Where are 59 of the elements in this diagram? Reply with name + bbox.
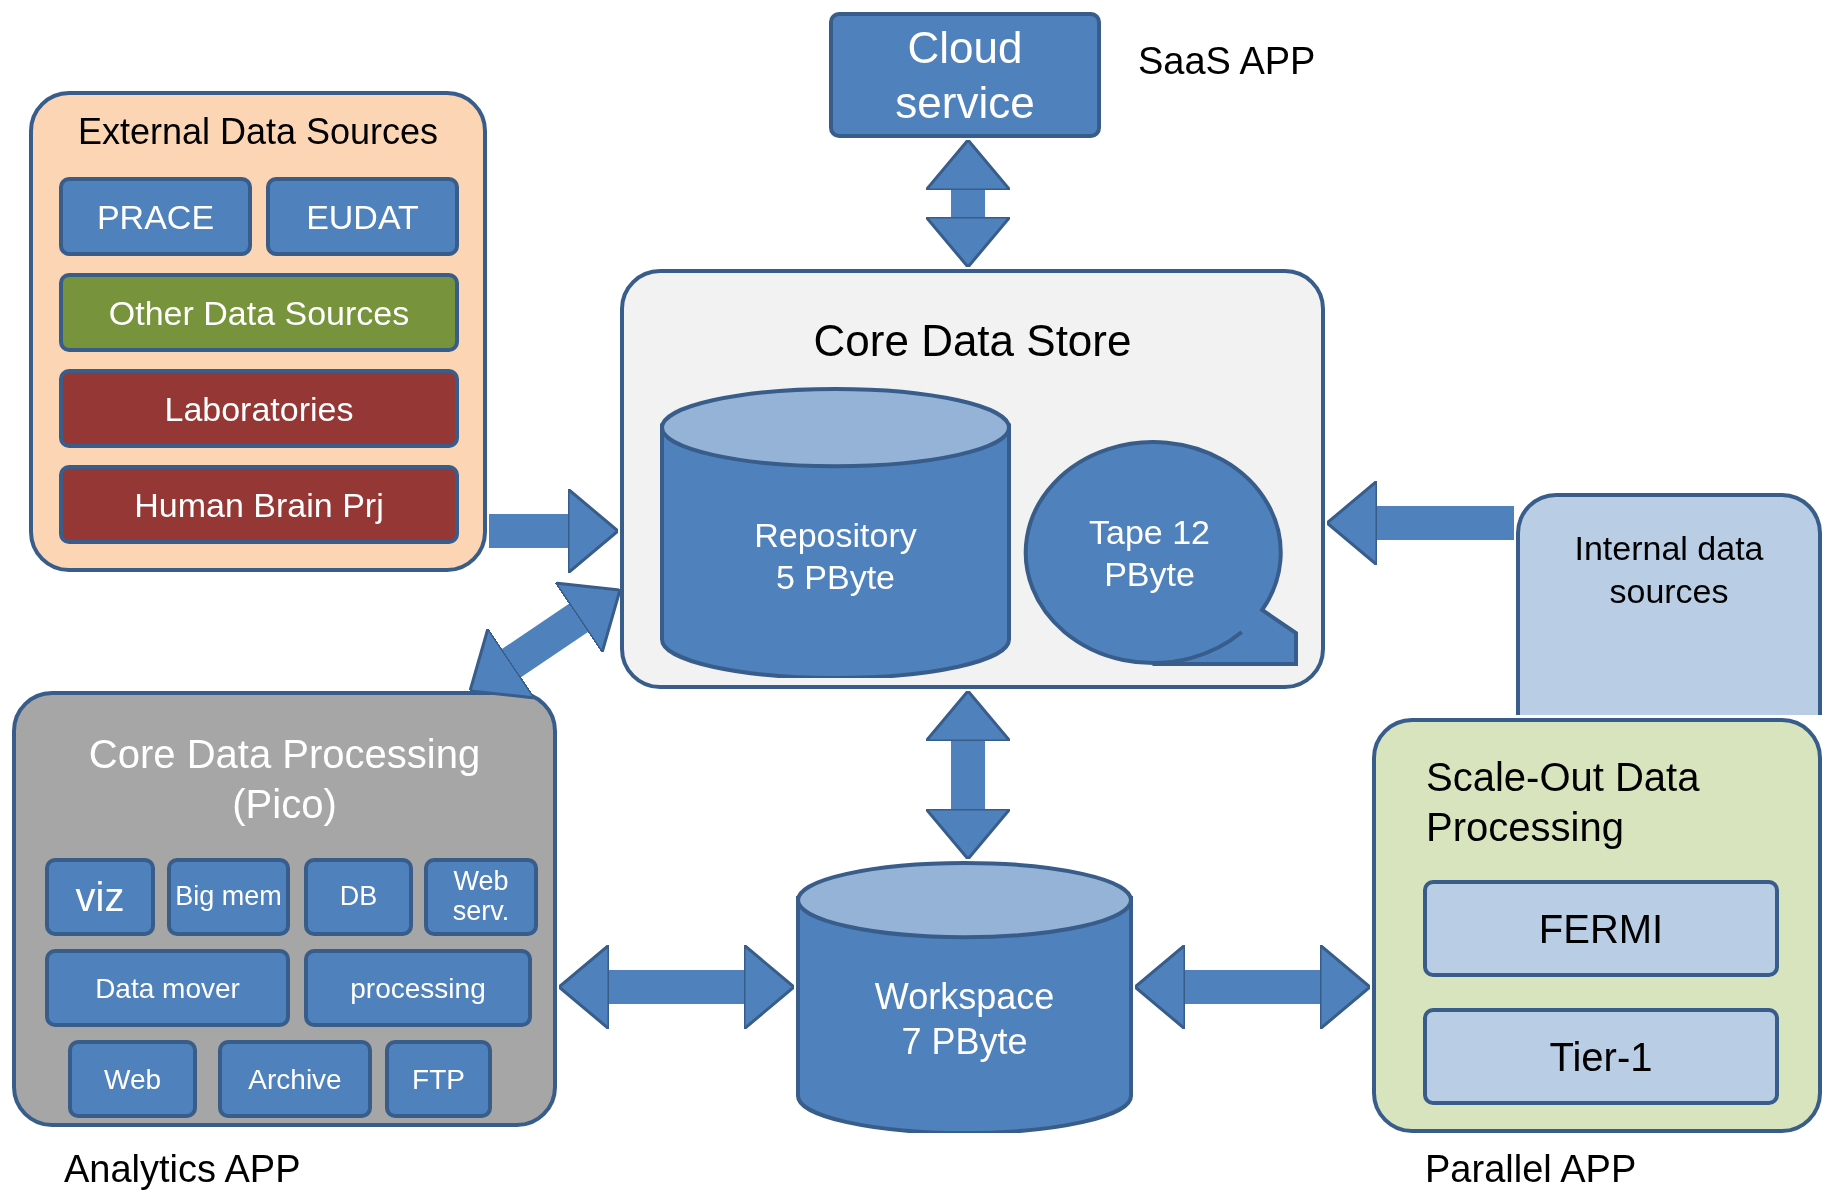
group-title: Core Data Store	[812, 315, 1133, 367]
process-box	[424, 858, 538, 936]
box-label: Web	[102, 1062, 163, 1097]
process-box	[829, 12, 1101, 138]
group-panel	[1372, 718, 1822, 1133]
box-label: Archive	[247, 1062, 343, 1097]
box-label: Laboratories	[163, 388, 355, 430]
box-label: Tier-1	[1548, 1033, 1654, 1081]
process-box	[266, 177, 459, 256]
process-box	[218, 1040, 372, 1118]
process-box	[385, 1040, 492, 1118]
process-box	[68, 1040, 197, 1118]
process-box	[1423, 1008, 1779, 1105]
process-box	[304, 949, 532, 1027]
box-label: FTP	[411, 1062, 466, 1097]
group-panel	[1516, 493, 1822, 715]
box-label: processing	[349, 971, 487, 1006]
box-label: Repository 5 PByte	[753, 514, 918, 598]
block-arrow	[924, 689, 1012, 861]
box-label: FERMI	[1537, 905, 1665, 953]
block-arrow	[1133, 943, 1372, 1031]
box-label: DB	[338, 880, 379, 914]
storage-cylinder	[660, 387, 1011, 678]
group-panel	[29, 91, 487, 572]
box-label: Data mover	[94, 971, 241, 1006]
caption-label: Analytics APP	[64, 1148, 301, 1191]
group-title: Scale-Out Data Processing	[1426, 754, 1701, 851]
box-label: EUDAT	[305, 196, 420, 238]
process-box	[59, 273, 459, 352]
process-box	[45, 858, 155, 936]
process-box	[1423, 880, 1779, 977]
box-label: Workspace 7 PByte	[873, 974, 1056, 1064]
block-arrow	[924, 138, 1012, 269]
box-label: Cloud service	[894, 22, 1036, 129]
block-arrow	[1325, 479, 1514, 567]
storage-cylinder	[796, 861, 1133, 1133]
group-panel	[620, 269, 1325, 689]
box-label: Big mem	[174, 882, 283, 912]
group-title: Core Data Processing (Pico)	[87, 731, 482, 828]
box-label: Human Brain Prj	[133, 484, 385, 526]
block-arrow	[489, 487, 620, 575]
group-title: External Data Sources	[76, 110, 440, 154]
process-box	[304, 858, 413, 936]
block-arrow	[557, 943, 796, 1031]
caption-label: Parallel APP	[1425, 1148, 1637, 1191]
box-label: Other Data Sources	[107, 292, 411, 334]
box-label: Tape 12 PByte	[1088, 511, 1211, 595]
process-box	[45, 949, 290, 1027]
group-panel	[12, 691, 557, 1127]
box-label: PRACE	[95, 196, 216, 238]
box-label: Web serv.	[451, 867, 511, 927]
process-box	[59, 369, 459, 448]
tape-storage-shape	[1023, 438, 1298, 667]
process-box	[167, 858, 290, 936]
process-box	[59, 177, 252, 256]
process-box	[59, 465, 459, 544]
group-title: Internal data sources	[1573, 528, 1765, 612]
box-label: viz	[74, 874, 126, 921]
caption-label: SaaS APP	[1138, 40, 1316, 83]
